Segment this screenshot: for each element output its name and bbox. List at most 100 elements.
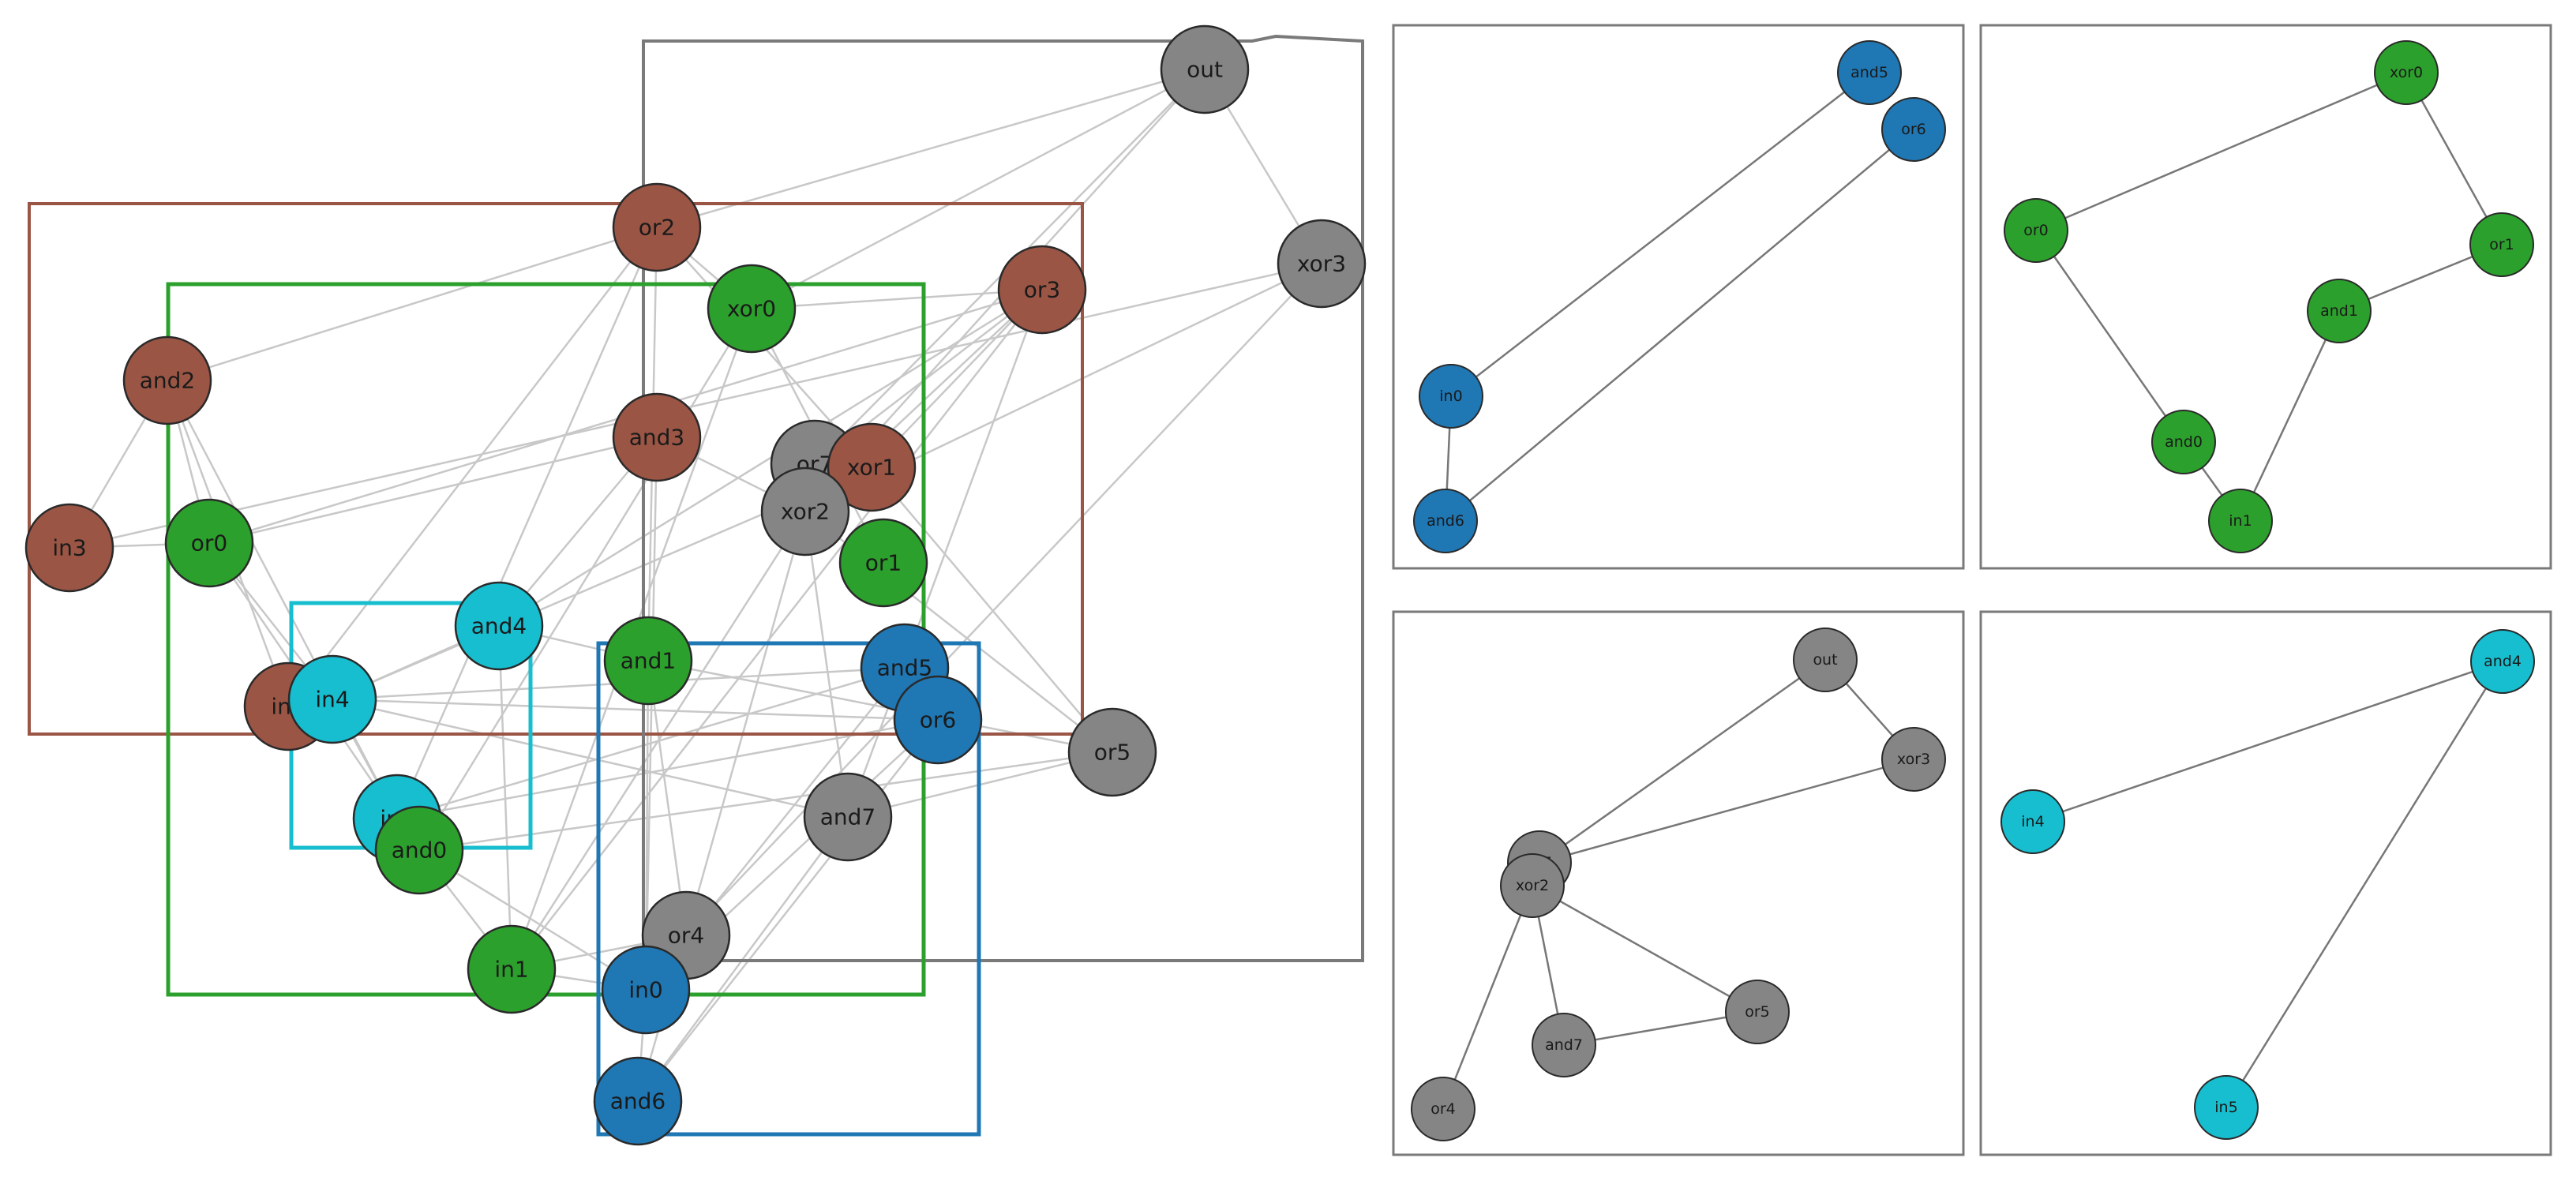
subgraph-node-and1-label: and1 [2320,302,2358,320]
node-or5-circle [1067,707,1157,797]
subgraph-panel-frame [1979,610,2552,1156]
node-or2-circle [612,182,702,272]
subgraph-node-and7-label: and7 [1545,1036,1583,1054]
node-and7-circle [803,772,893,862]
node-in4-label: in4 [315,687,349,713]
subgraph-node-xor3-circle [1881,727,1946,792]
gray-cluster-box [642,34,1364,962]
subgraph-node-or0: or0 [2004,198,2068,263]
node-out-label: out [1187,57,1223,83]
subgraph-node-and1: and1 [2307,279,2372,343]
subgraph-edge-xor3-or7 [1539,758,1914,864]
edge-xor3-or4 [685,263,1322,936]
node-xor0-label: xor0 [727,296,776,322]
node-and4-circle [454,581,544,671]
brown-cluster-box [28,202,1084,736]
node-xor1-label: xor1 [847,455,896,481]
node-xor2-label: xor2 [781,499,830,525]
node-and4: and4 [454,581,544,671]
subgraph-node-out-label: out [1813,651,1837,669]
node-or5: or5 [1067,707,1157,797]
edge-in3-xor3 [69,262,1322,549]
node-and3-label: and3 [629,425,685,451]
edge-or2-out [656,68,1206,229]
edge-and1-or5 [647,659,1113,754]
subgraph-edge-xor2-or4 [1442,885,1534,1110]
subgraph-node-in1: in1 [2208,489,2273,553]
node-and6-label: and6 [610,1088,666,1115]
subgraph-panel-frame [1392,610,1965,1156]
subgraph-node-xor2-circle [1500,853,1565,918]
subgraph-edge-and5-in0 [1450,72,1870,397]
node-or6-label: or6 [920,707,956,733]
edge-and2-or2 [167,226,658,382]
subgraph-node-xor3: xor3 [1881,727,1946,792]
subgraph-node-or1-circle [2469,212,2534,277]
subgraph-node-in0: in0 [1419,364,1483,429]
edge-and2-in5 [166,380,399,819]
subgraph-node-in5-circle [2194,1075,2259,1140]
subgraph-node-or5-circle [1725,980,1790,1044]
subgraph-node-in0-circle [1419,364,1483,429]
node-and2-circle [122,335,212,425]
subgraph-node-and6-circle [1413,489,1478,553]
subgraph-edge-xor0-or1 [2405,72,2503,245]
node-out-circle [1160,24,1250,114]
subgraph-node-in5: in5 [2194,1075,2259,1140]
subgraph-node-xor0-circle [2374,40,2439,105]
node-in3: in3 [24,503,114,593]
subgraph-node-or5: or5 [1725,980,1790,1044]
node-or1-label: or1 [865,550,902,576]
subgraph-node-and0: and0 [2151,410,2216,474]
edge-or6-and6 [637,719,939,1102]
node-in0: in0 [601,945,691,1035]
subgraph-node-xor3-label: xor3 [1897,751,1930,768]
node-and1-label: and1 [621,648,677,674]
node-and6-circle [593,1056,683,1146]
node-or6: or6 [893,675,983,765]
subgraph-node-xor0: xor0 [2374,40,2439,105]
subgraph-edge-and7-or5 [1563,1010,1758,1047]
node-and1-circle [603,616,693,706]
subgraph-node-or5-label: or5 [1745,1003,1770,1021]
node-or3: or3 [997,245,1087,335]
edge-or2-in2 [287,227,658,707]
node-xor1: xor1 [827,422,917,512]
subgraph-node-and5-circle [1837,40,1902,105]
node-or2: or2 [612,182,702,272]
edge-in4-and7 [332,698,849,819]
subgraph-panel-4: and4 in4 in5 [1979,610,2552,1156]
subgraph-node-and7: and7 [1532,1013,1596,1077]
subgraph-panels: and5or6in0and6xor0or0or1and1and0in1outxo… [1392,24,2552,1156]
node-in3-circle [24,503,114,593]
subgraph-node-and6: and6 [1413,489,1478,553]
subgraph-node-in0-label: in0 [1439,388,1462,405]
edge-in5-or6 [396,718,939,820]
subgraph-node-in1-circle [2208,489,2273,553]
subgraph-node-in4-label: in4 [2021,813,2044,830]
node-and6: and6 [593,1056,683,1146]
node-xor0: xor0 [707,264,797,354]
subgraph-node-or4-label: or4 [1430,1100,1456,1118]
edge-xor2-or4 [684,511,807,936]
node-and0-circle [374,805,464,895]
subgraph-node-and6-label: and6 [1427,512,1464,530]
subgraph-node-xor2: xor2 [1500,853,1565,918]
node-and4-label: and4 [471,613,527,639]
edge-xor1-or5 [871,466,1113,753]
node-and0: and0 [374,805,464,895]
subgraph-edge-out-or7 [1539,658,1826,864]
edge-xor0-and0 [418,308,753,851]
subgraph-node-and4: and4 [2470,629,2535,694]
node-or4-label: or4 [668,923,704,949]
edge-or0-and3 [208,436,658,545]
node-out: out [1160,24,1250,114]
node-and5-label: and5 [877,655,933,681]
node-xor0-circle [707,264,797,354]
edge-or2-in5 [396,227,658,819]
edge-or3-and4 [498,288,1043,628]
subgraph-node-or0-circle [2004,198,2068,263]
edge-xor0-out [751,68,1206,310]
subgraph-node-or1: or1 [2469,212,2534,277]
